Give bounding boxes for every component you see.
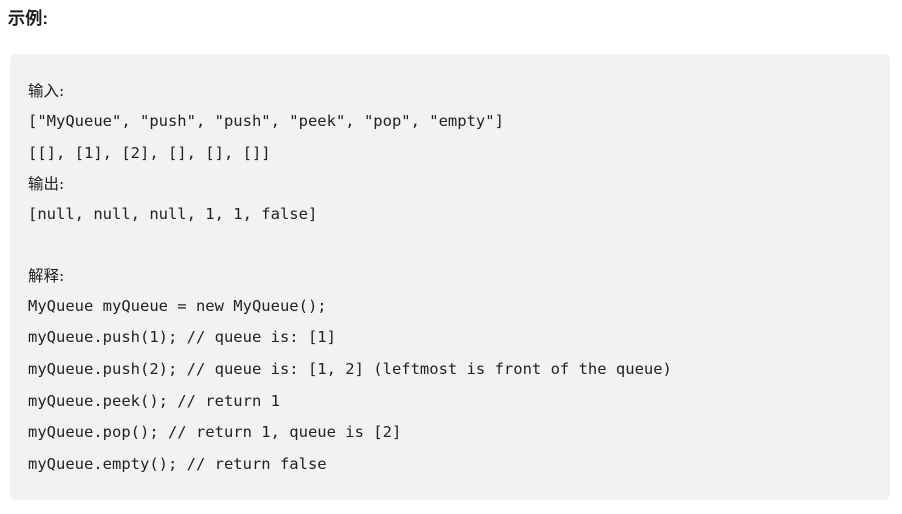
code-line-input-label: 输入: bbox=[28, 82, 65, 100]
code-line-spacer-1 bbox=[28, 231, 872, 261]
code-line-input-methods: ["MyQueue", "push", "push", "peek", "pop… bbox=[28, 112, 504, 130]
code-line-explain-pop: myQueue.pop(); // return 1, queue is [2] bbox=[28, 423, 402, 442]
code-line-explain-peek: myQueue.peek(); // return 1 bbox=[28, 391, 280, 410]
code-line-explanation-label: 解释: bbox=[28, 266, 65, 285]
page-title: 示例: bbox=[8, 9, 49, 28]
code-line-list: 输入: ["MyQueue", "push", "push", "peek", "… bbox=[28, 76, 872, 480]
example-code-block: 输入: ["MyQueue", "push", "push", "peek", "… bbox=[10, 54, 890, 500]
code-line-input-args: [[], [1], [2], [], [], []] bbox=[28, 143, 271, 162]
code-line-explain-construct: MyQueue myQueue = new MyQueue(); bbox=[28, 296, 327, 315]
code-line-explain-push-1: myQueue.push(1); // queue is: [1] bbox=[28, 328, 336, 347]
code-line-explain-empty: myQueue.empty(); // return false bbox=[28, 454, 327, 473]
code-line-output-values: [null, null, null, 1, 1, false] bbox=[28, 205, 318, 224]
code-line-output-label: 输出: bbox=[28, 175, 65, 194]
code-line-explain-push-2: myQueue.push(2); // queue is: [1, 2] (le… bbox=[28, 359, 672, 378]
